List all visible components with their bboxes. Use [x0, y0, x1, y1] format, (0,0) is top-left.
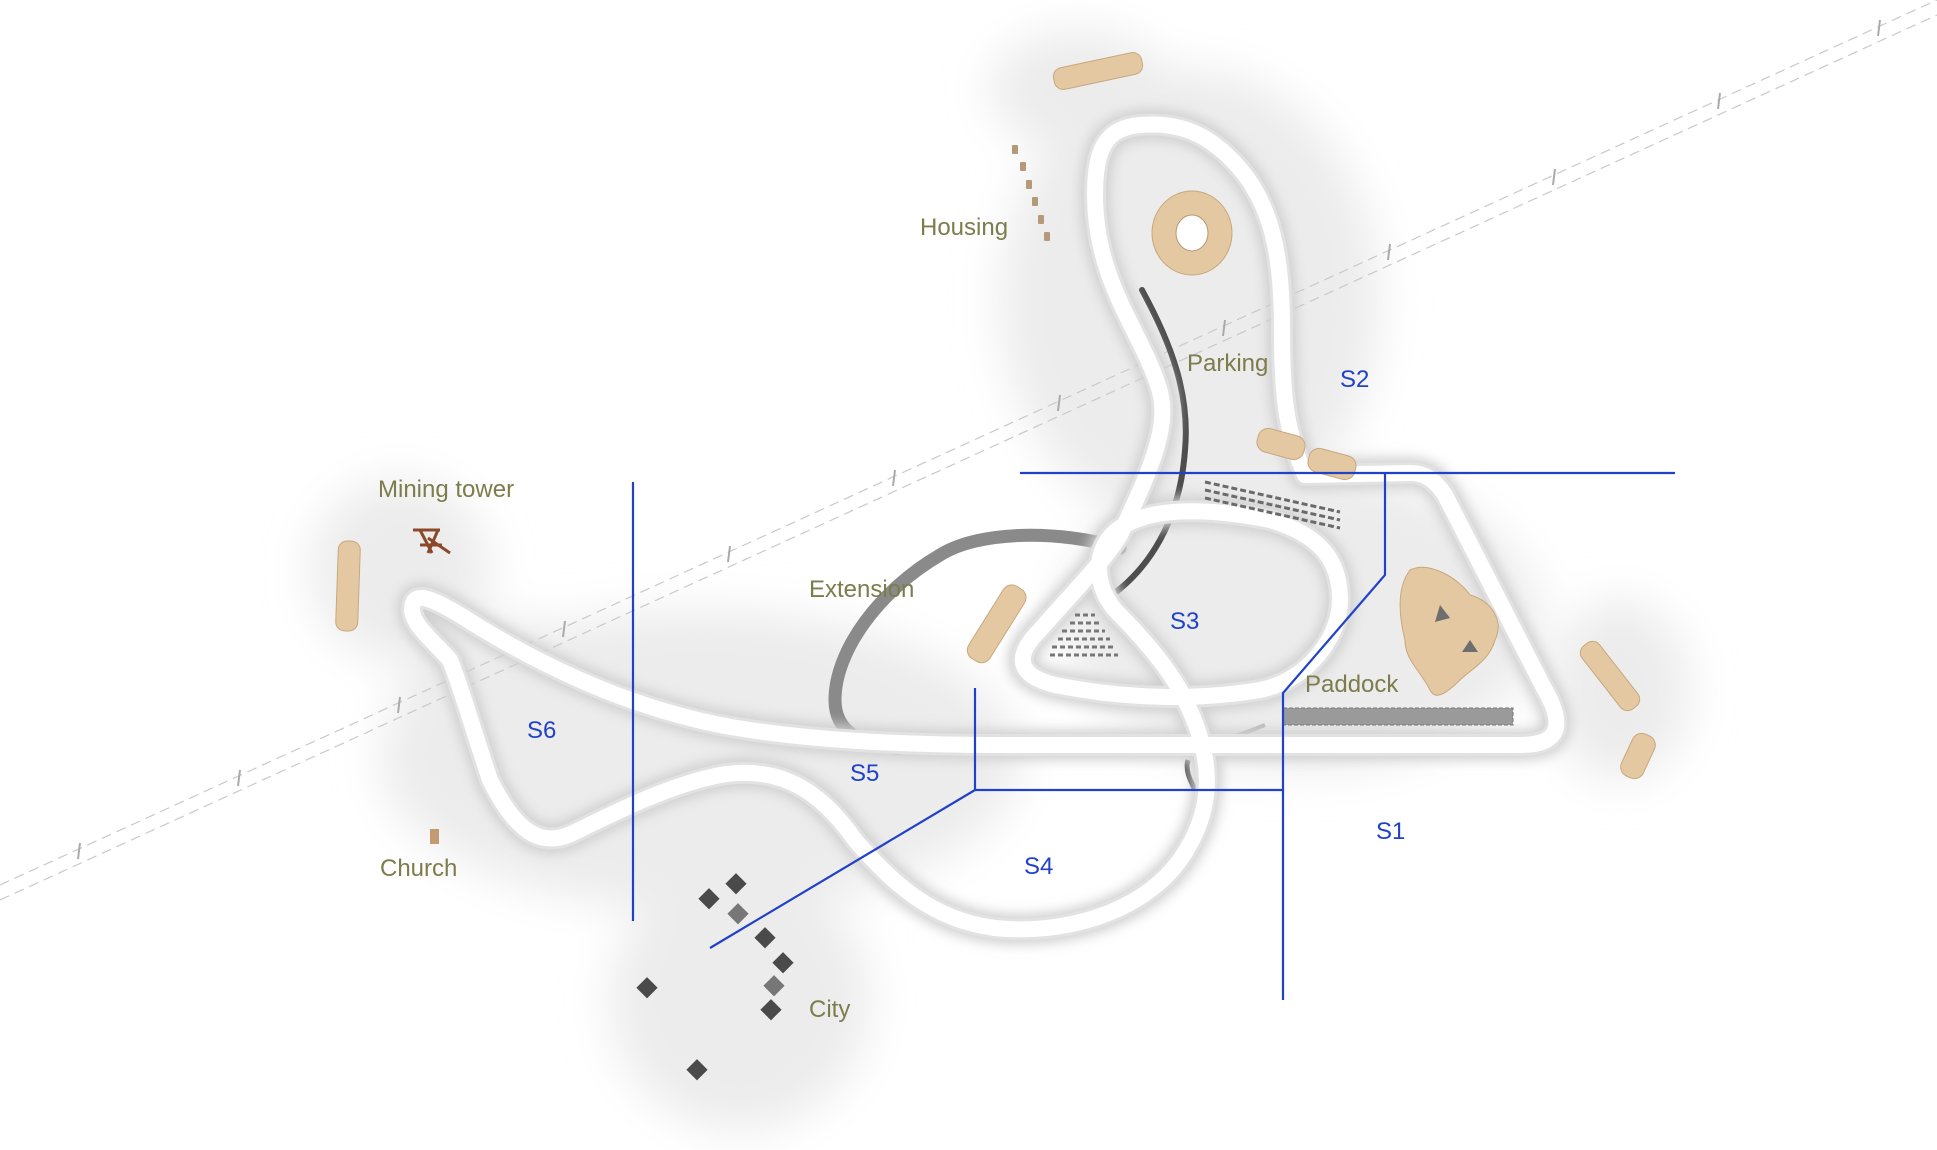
city-block-icon	[686, 1059, 708, 1081]
building-icon	[1620, 732, 1656, 780]
grandstand	[1050, 613, 1118, 657]
label-sector-s1: S1	[1376, 818, 1405, 845]
building-icon	[1256, 427, 1357, 481]
label-sector-s3: S3	[1170, 608, 1199, 635]
city-block-icon	[636, 977, 658, 999]
label-sector-s4: S4	[1024, 853, 1053, 880]
sector-lines	[631, 471, 1675, 1000]
city-block-icon	[754, 927, 776, 949]
place-labels: Housing Parking Mining tower Extension P…	[378, 214, 1399, 1023]
railway-line	[0, 0, 1937, 901]
city-block-icon	[772, 952, 794, 974]
building-icon	[1052, 52, 1144, 90]
housing-blocks	[1012, 145, 1050, 241]
church-icon	[430, 829, 439, 844]
sector-line-s1-s3	[1281, 473, 1387, 1000]
sector-labels: S1 S2 S3 S4 S5 S6	[527, 366, 1405, 880]
label-sector-s6: S6	[527, 717, 556, 744]
label-church: Church	[380, 855, 457, 882]
building-icon	[1399, 566, 1499, 696]
label-sector-s2: S2	[1340, 366, 1369, 393]
building-icon	[335, 540, 361, 632]
label-sector-s5: S5	[850, 760, 879, 787]
city-block-icon	[698, 888, 720, 910]
city-block-icon	[725, 873, 747, 895]
mining-tower-icon	[413, 528, 451, 555]
race-track	[401, 113, 1568, 941]
city-block-icon	[763, 975, 785, 997]
label-city: City	[809, 996, 850, 1023]
label-paddock: Paddock	[1305, 671, 1399, 698]
city-blocks	[636, 873, 794, 1081]
label-extension: Extension	[809, 576, 914, 603]
building-icon	[1151, 190, 1233, 276]
label-parking: Parking	[1187, 350, 1268, 377]
label-mining-tower: Mining tower	[378, 476, 514, 503]
label-housing: Housing	[920, 214, 1008, 241]
buildings	[335, 52, 1656, 780]
parking-rows	[1204, 480, 1341, 530]
building-icon	[966, 584, 1027, 664]
building-icon	[1579, 640, 1641, 712]
city-block-icon	[727, 903, 749, 925]
sector-line-s4-city	[709, 789, 976, 949]
paddock-building	[1282, 707, 1514, 726]
city-block-icon	[760, 999, 782, 1021]
